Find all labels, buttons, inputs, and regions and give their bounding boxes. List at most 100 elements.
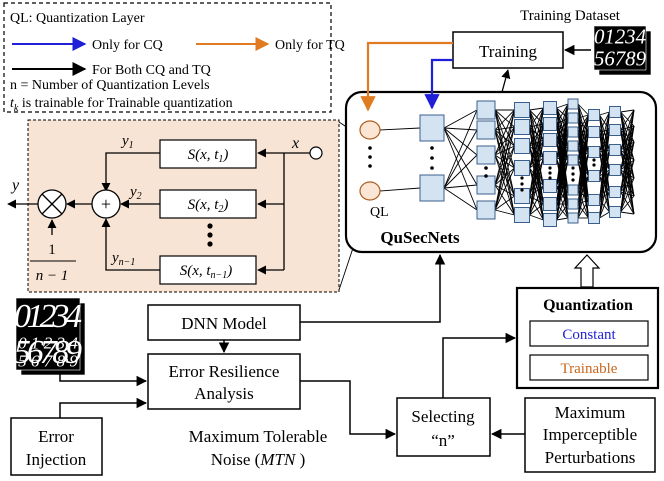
legend-orange-label: Only for TQ	[275, 38, 345, 53]
network-edge	[556, 203, 569, 221]
error-injection-line2: Injection	[26, 450, 87, 469]
network-edge	[443, 127, 478, 186]
dnn-to-network-arrow	[300, 253, 446, 323]
digit-glyph: 1	[27, 298, 44, 335]
network-edge	[443, 127, 478, 156]
s-function-label-2: S(x, t2)	[188, 197, 229, 215]
digit-glyph: 3	[624, 25, 635, 49]
tq-training-arrow	[360, 41, 453, 112]
network-node	[543, 101, 557, 115]
dataset-to-analysis-arrow	[59, 372, 148, 387]
legend: QL: Quantization Layer Only for CQ Only …	[3, 2, 345, 114]
ql-wire-yn	[101, 218, 160, 271]
analysis-to-selecting-arrow	[300, 380, 397, 440]
network-node	[567, 154, 579, 166]
digit-image-card	[15, 297, 81, 371]
network-edge	[494, 109, 515, 211]
network-node	[588, 212, 600, 224]
digit-glyph: 1	[604, 25, 614, 49]
s-function-label-n: S(x, tn−1)	[180, 263, 233, 281]
network-edge	[556, 159, 569, 221]
yn-label: yn−1	[110, 250, 135, 268]
quantization-panel: Quantization Constant Trainable	[515, 286, 660, 390]
network-ellipsis-dot	[430, 166, 434, 170]
digit-glyph: 7	[39, 334, 58, 371]
digit-glyph: 5	[18, 351, 27, 370]
ql-input-node	[309, 146, 323, 160]
network-edge	[529, 145, 544, 187]
network-node	[543, 151, 557, 165]
digit-glyph: 9	[636, 47, 647, 71]
network-node	[514, 119, 530, 135]
legend-tk-note: tk is trainable for Trainable quantizati…	[10, 96, 233, 114]
network-ellipsis-dot	[571, 166, 575, 170]
network-node	[567, 140, 579, 152]
network-edge	[599, 111, 610, 153]
network-node	[609, 106, 621, 118]
network-edge	[494, 129, 515, 216]
ql-node	[359, 120, 381, 140]
error-injection-line1: Error	[38, 427, 74, 446]
s-function-label-1: S(x, t1)	[188, 147, 229, 165]
ql-node	[359, 181, 381, 201]
network-edge	[529, 167, 544, 221]
network-edge	[529, 107, 544, 147]
network-edge	[494, 184, 515, 197]
digit-glyph: 3	[51, 298, 69, 335]
trainable-option-label: Trainable	[561, 361, 618, 377]
multiply-cross	[41, 193, 63, 215]
digit-glyph: 4	[636, 25, 646, 49]
network-edge	[494, 145, 515, 156]
s-function-box-2	[159, 189, 257, 219]
network-ellipsis-dot	[368, 164, 372, 168]
selecting-n-line1: Selecting	[411, 407, 475, 426]
network-edge	[577, 175, 589, 219]
network-ellipsis-dot	[520, 182, 524, 186]
network-node	[609, 124, 621, 136]
network-edge	[620, 125, 635, 171]
network-node	[514, 102, 530, 118]
digit-image-card	[593, 25, 647, 71]
network-ellipsis-dot	[548, 166, 552, 170]
digit-glyph: 5	[594, 47, 604, 71]
network-edge	[494, 109, 515, 156]
network-edge	[599, 111, 610, 133]
network-edge	[620, 195, 635, 213]
network-edge	[620, 211, 635, 215]
network-ellipsis-dot	[592, 163, 596, 167]
digit-glyph: 8	[52, 334, 69, 371]
network-edge	[443, 154, 478, 189]
network-edge	[494, 126, 515, 186]
network-edge	[529, 185, 544, 216]
network-node	[514, 138, 530, 154]
network-edge	[577, 145, 589, 153]
qusecnets-network: QL QuSecNets	[344, 90, 658, 254]
network-edge	[620, 109, 635, 171]
network-ellipsis-dot	[430, 156, 434, 160]
network-edge	[529, 145, 544, 205]
network-edge	[529, 139, 544, 216]
digit-glyph: 9	[69, 351, 78, 370]
network-node	[419, 174, 445, 202]
network-edge	[620, 109, 635, 113]
y2-label: y2	[128, 184, 142, 202]
error-resilience-line1: Error Resilience	[169, 362, 280, 381]
digit-glyph: 9	[65, 334, 82, 371]
network-edge	[599, 211, 610, 219]
digit-glyph: 7	[615, 47, 627, 71]
network-edge	[620, 169, 635, 197]
digit-glyph: 8	[625, 47, 636, 71]
selecting-n-box	[396, 397, 491, 457]
dnn-model-box	[147, 304, 301, 341]
network-node	[609, 144, 621, 156]
network-edge	[577, 114, 589, 119]
injection-to-analysis-arrow	[59, 397, 148, 418]
network-edge	[494, 109, 515, 169]
max-perturbation-box	[524, 397, 656, 473]
training-box	[452, 31, 564, 69]
network-edge	[494, 126, 515, 156]
max-perturbation-line1: Maximum	[555, 403, 626, 422]
network-node	[514, 207, 530, 223]
network-node	[588, 194, 600, 206]
network-node	[609, 164, 621, 176]
